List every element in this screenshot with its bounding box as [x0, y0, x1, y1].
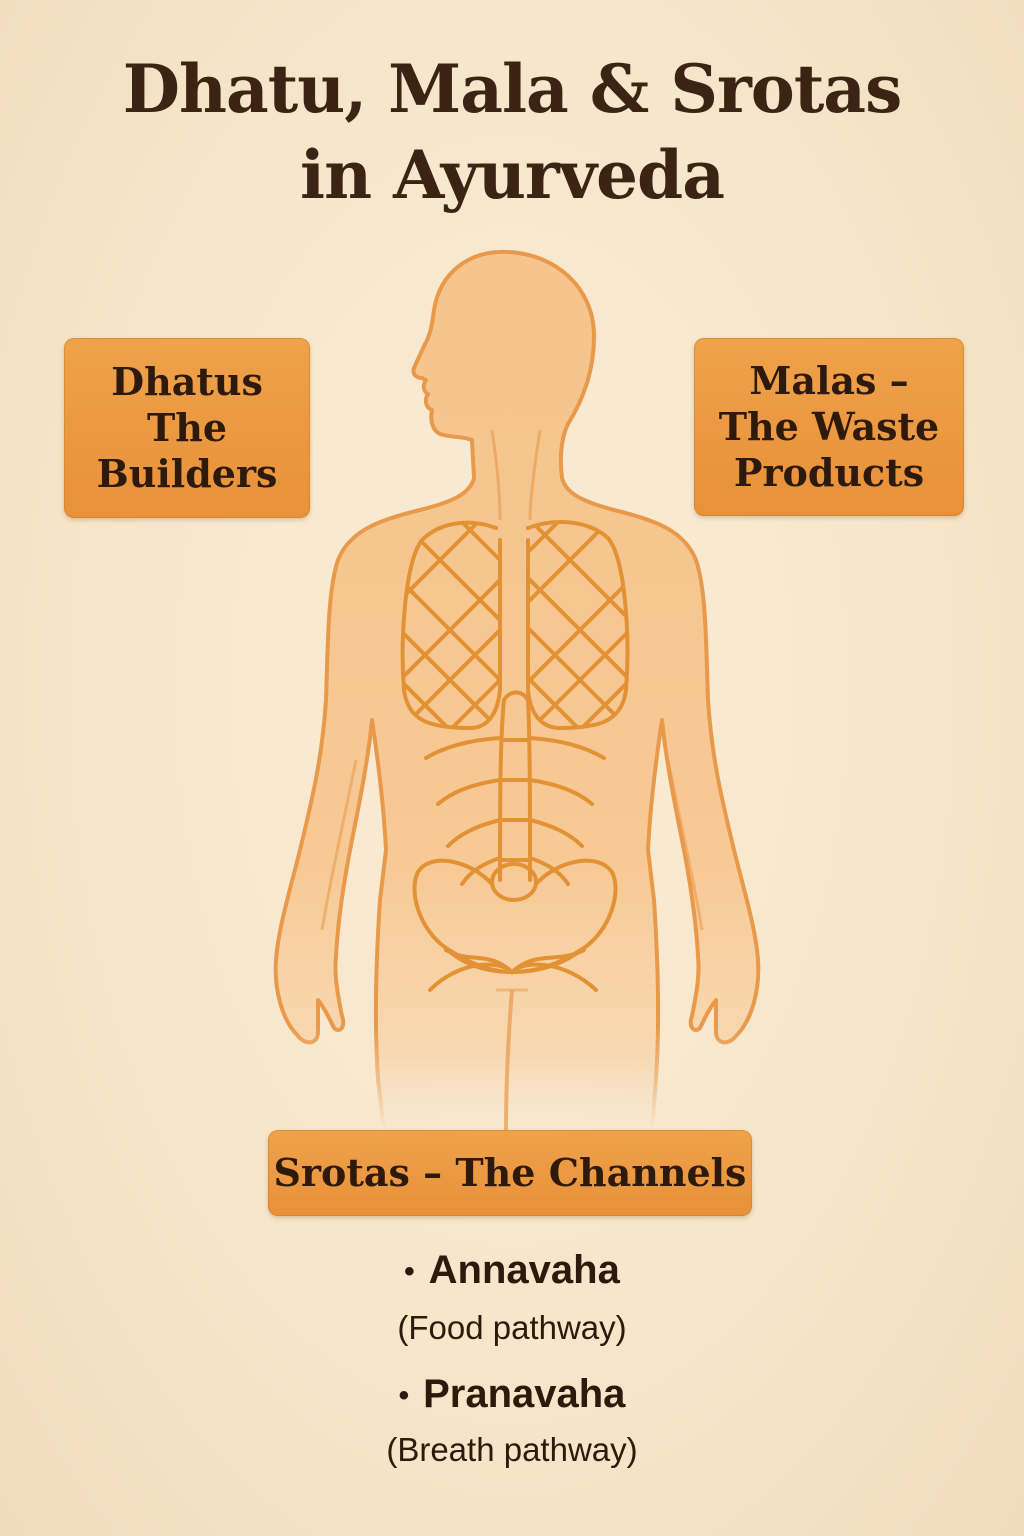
dhatus-label-text: Dhatus The Builders: [96, 359, 278, 496]
srotas-item-name: Pranavaha: [423, 1372, 626, 1416]
srotas-item-name: Annavaha: [428, 1248, 620, 1292]
srotas-item-pranavaha: • Pranavaha: [0, 1372, 1024, 1417]
srotas-item-description: (Food pathway): [397, 1309, 627, 1346]
pelvis-channels: [412, 858, 618, 992]
srotas-item-description: (Breath pathway): [386, 1431, 638, 1468]
page-title-line-2: in Ayurveda: [300, 136, 725, 214]
malas-label: Malas – The Waste Products: [694, 338, 964, 516]
srotas-label-text: Srotas – The Channels: [273, 1150, 747, 1195]
page-title-line-1: Dhatu, Mala & Srotas: [122, 50, 902, 128]
bullet-icon: •: [404, 1255, 415, 1289]
dhatus-label: Dhatus The Builders: [64, 338, 310, 518]
malas-label-text: Malas – The Waste Products: [718, 358, 940, 495]
srotas-item-annavaha: • Annavaha: [0, 1248, 1024, 1293]
spine-channels: [424, 690, 606, 886]
lungs-network: [400, 520, 630, 731]
srotas-label: Srotas – The Channels: [268, 1130, 752, 1216]
bullet-icon: •: [398, 1379, 410, 1413]
